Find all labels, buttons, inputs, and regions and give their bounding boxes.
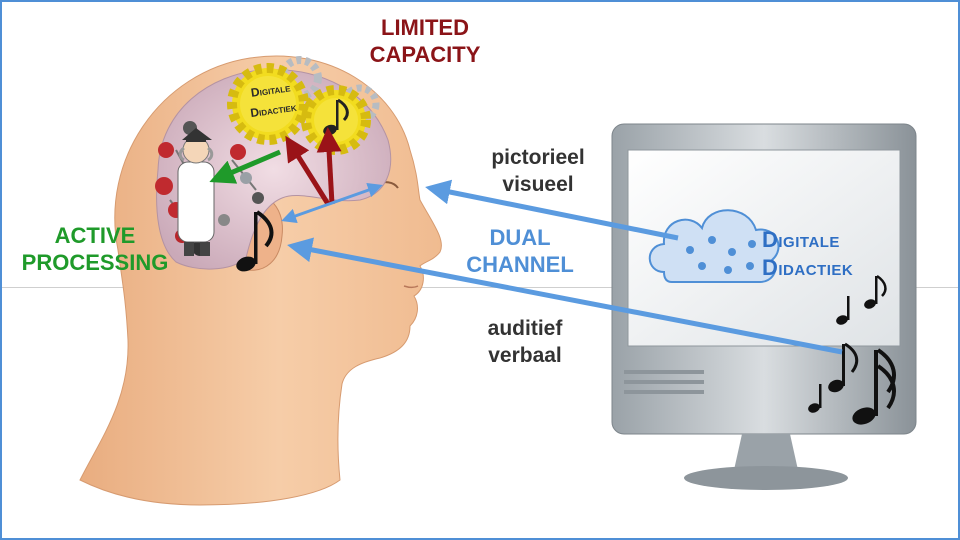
arrow: [209, 149, 281, 184]
active-processing-label: ACTIVE PROCESSING: [21, 223, 169, 275]
cloud-icon: [648, 209, 780, 283]
screen-brand-text: Digitale Didactiek: [762, 227, 854, 280]
pictorial-label: pictorieel visueel: [491, 146, 585, 196]
dual-channel-label: DUAL CHANNEL: [466, 225, 574, 277]
arrow: [425, 179, 679, 241]
music-note-icon: [236, 210, 274, 272]
limited-capacity-label: LIMITED CAPACITY: [369, 15, 481, 67]
arrow: [287, 237, 843, 355]
music-note-icon: [808, 274, 896, 425]
arrow: [281, 182, 383, 224]
scientist-figure: [177, 128, 215, 256]
horizon-line: [0, 287, 960, 288]
auditory-label: auditief verbaal: [487, 317, 563, 367]
